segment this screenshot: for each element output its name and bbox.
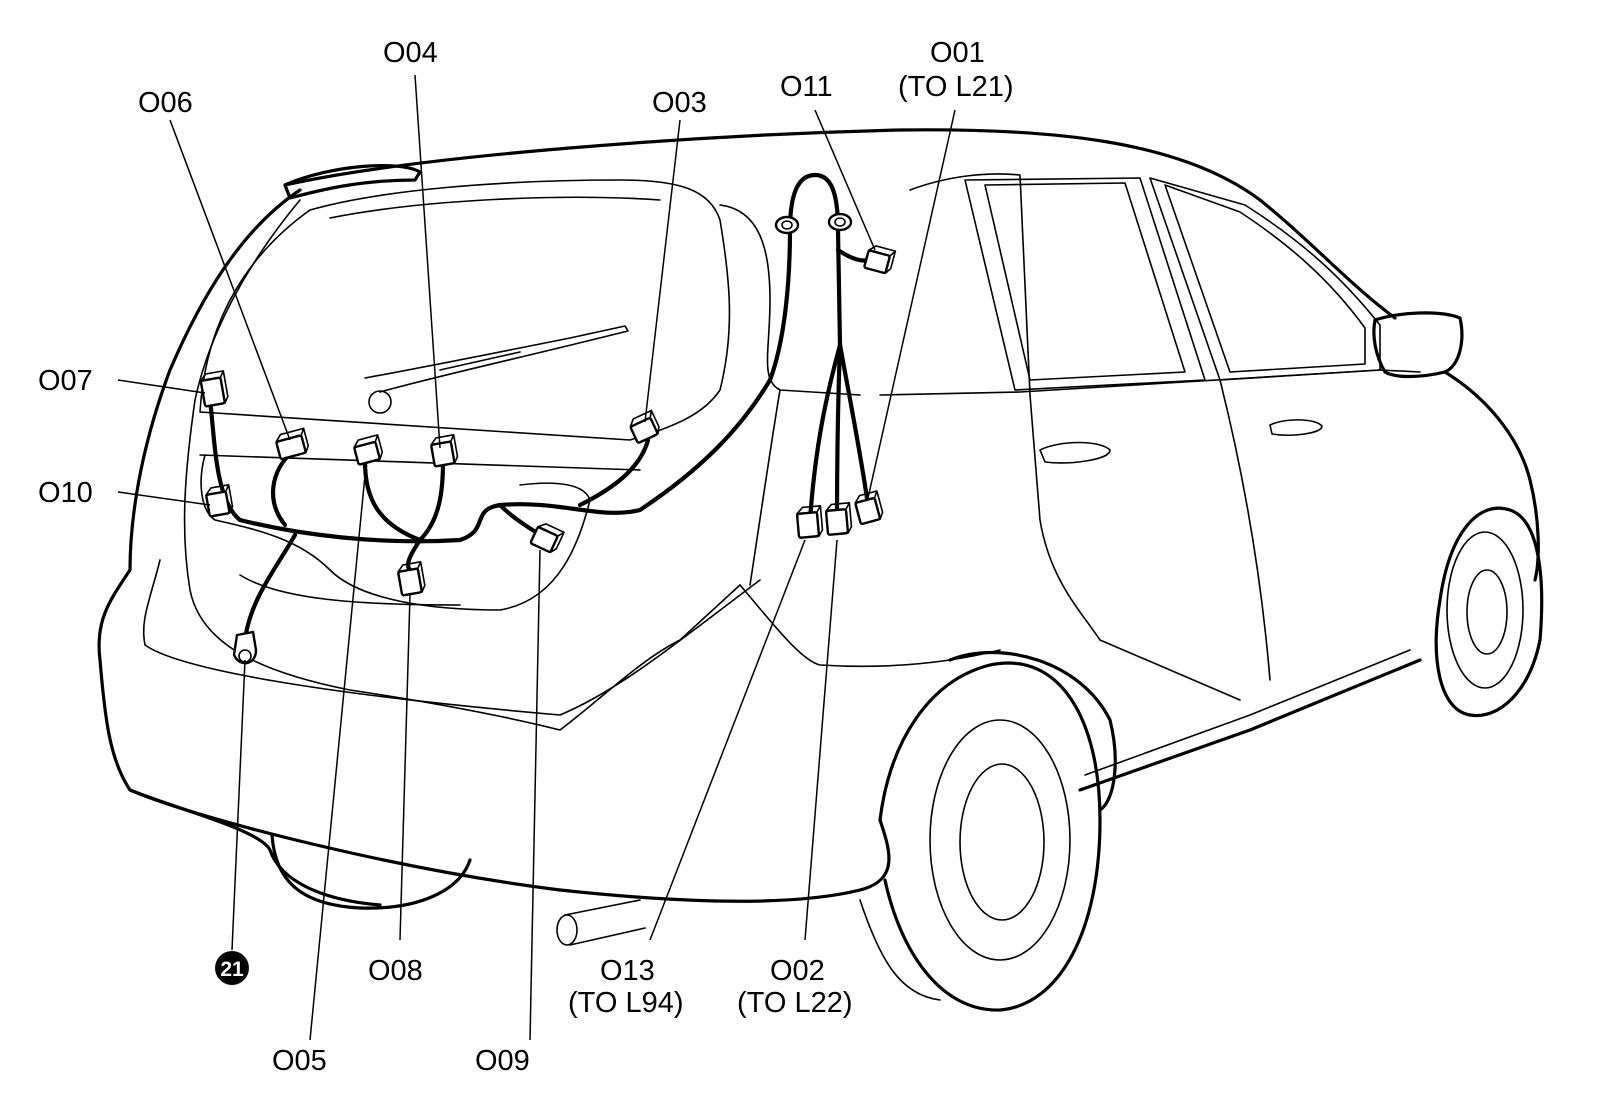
rear-door-outline <box>909 173 1241 701</box>
label-o04: O04 <box>383 37 438 69</box>
car-body <box>97 128 1544 1012</box>
connector-o11 <box>863 245 897 275</box>
label-o03: O03 <box>652 87 707 119</box>
rear-quarter-line <box>739 584 1001 668</box>
label-o05: O05 <box>272 1045 327 1077</box>
connector-o04 <box>430 434 459 468</box>
front-fender <box>1443 370 1540 582</box>
harness-branch-o07 <box>207 397 243 523</box>
connector-o08 <box>397 561 426 597</box>
harness-branch-o02 <box>834 342 843 523</box>
label-o02-to: (TO L22) <box>737 987 853 1019</box>
rear-glass-inner <box>329 196 661 219</box>
connector-o05 <box>353 434 384 466</box>
rear-tire-left <box>270 833 472 910</box>
connector-o09 <box>529 523 565 554</box>
rear-wiper-arm <box>364 325 629 393</box>
rear-spoiler <box>283 163 422 200</box>
label-o06: O06 <box>138 87 193 119</box>
harness-main-trunk <box>237 172 843 544</box>
harness-branch-ground <box>242 532 298 643</box>
exhaust-pipe <box>556 899 646 946</box>
harness-branch-o01 <box>837 342 871 508</box>
leader-lines <box>117 74 956 1041</box>
label-o01: O01 <box>930 37 985 69</box>
connector-o03 <box>629 409 660 444</box>
harness-branch-o05 <box>362 459 423 543</box>
front-door-window-inner <box>1164 184 1366 373</box>
rear-wiper-blade <box>439 351 521 371</box>
front-door-handle <box>1269 419 1323 436</box>
label-o13-to: (TO L94) <box>568 987 684 1019</box>
license-plate-recess <box>200 454 591 611</box>
rocker-line <box>1084 649 1411 776</box>
label-o13: O13 <box>600 955 655 987</box>
rear-door-window <box>964 177 1206 391</box>
connector-o06 <box>275 427 310 461</box>
ground-point-number: 21 <box>220 958 244 981</box>
rear-glass <box>199 179 731 441</box>
connector-o13 <box>795 505 824 539</box>
harness-branch-o11 <box>835 247 871 263</box>
harness-branch-o13 <box>807 342 843 523</box>
connector-o10 <box>205 484 234 518</box>
label-o01-to: (TO L21) <box>898 71 1014 103</box>
ground-point-badge: 21 <box>215 951 249 985</box>
ground-eyelet <box>232 630 258 665</box>
label-o02: O02 <box>770 955 825 987</box>
rocker-panel <box>1078 658 1422 792</box>
label-o10: O10 <box>38 477 93 509</box>
front-door-window <box>1149 177 1381 381</box>
wiper-pivot <box>368 390 392 414</box>
connector-o02 <box>824 502 853 536</box>
rear-bumper <box>128 788 382 907</box>
roof-line <box>283 128 1397 320</box>
grommets <box>774 212 853 235</box>
label-o07: O07 <box>38 365 93 397</box>
connector-o01 <box>854 490 884 525</box>
harness-branch-o03 <box>577 437 651 508</box>
rear-body-left <box>97 188 891 903</box>
rear-door-window-inner <box>984 182 1186 381</box>
label-o09: O09 <box>475 1045 530 1077</box>
callout-labels: O07 O10 O06 O04 O03 O11 O01 (TO L21) O08… <box>38 37 1014 1077</box>
connector-o07 <box>199 370 229 408</box>
harness-branch-o06 <box>270 449 295 528</box>
lower-body-line <box>142 559 761 716</box>
tailgate-outline <box>183 199 741 731</box>
rear-door-handle <box>1039 441 1111 464</box>
label-o08: O08 <box>368 955 423 987</box>
harness-branch-o04 <box>417 459 446 543</box>
harness-branch-o08 <box>405 537 423 573</box>
lamp-band <box>199 454 641 471</box>
label-o11: O11 <box>780 71 833 103</box>
harness-branch-o09 <box>497 502 543 538</box>
rear-quarter-panel <box>749 389 781 586</box>
wiring-harness <box>207 172 871 643</box>
beltline <box>879 369 1421 396</box>
door-split <box>1219 379 1271 681</box>
plate-recess-inner <box>239 574 461 606</box>
front-wheel <box>1434 506 1544 718</box>
rear-wheel <box>859 650 1117 1012</box>
side-mirror <box>1372 311 1464 379</box>
connectors <box>199 245 897 665</box>
